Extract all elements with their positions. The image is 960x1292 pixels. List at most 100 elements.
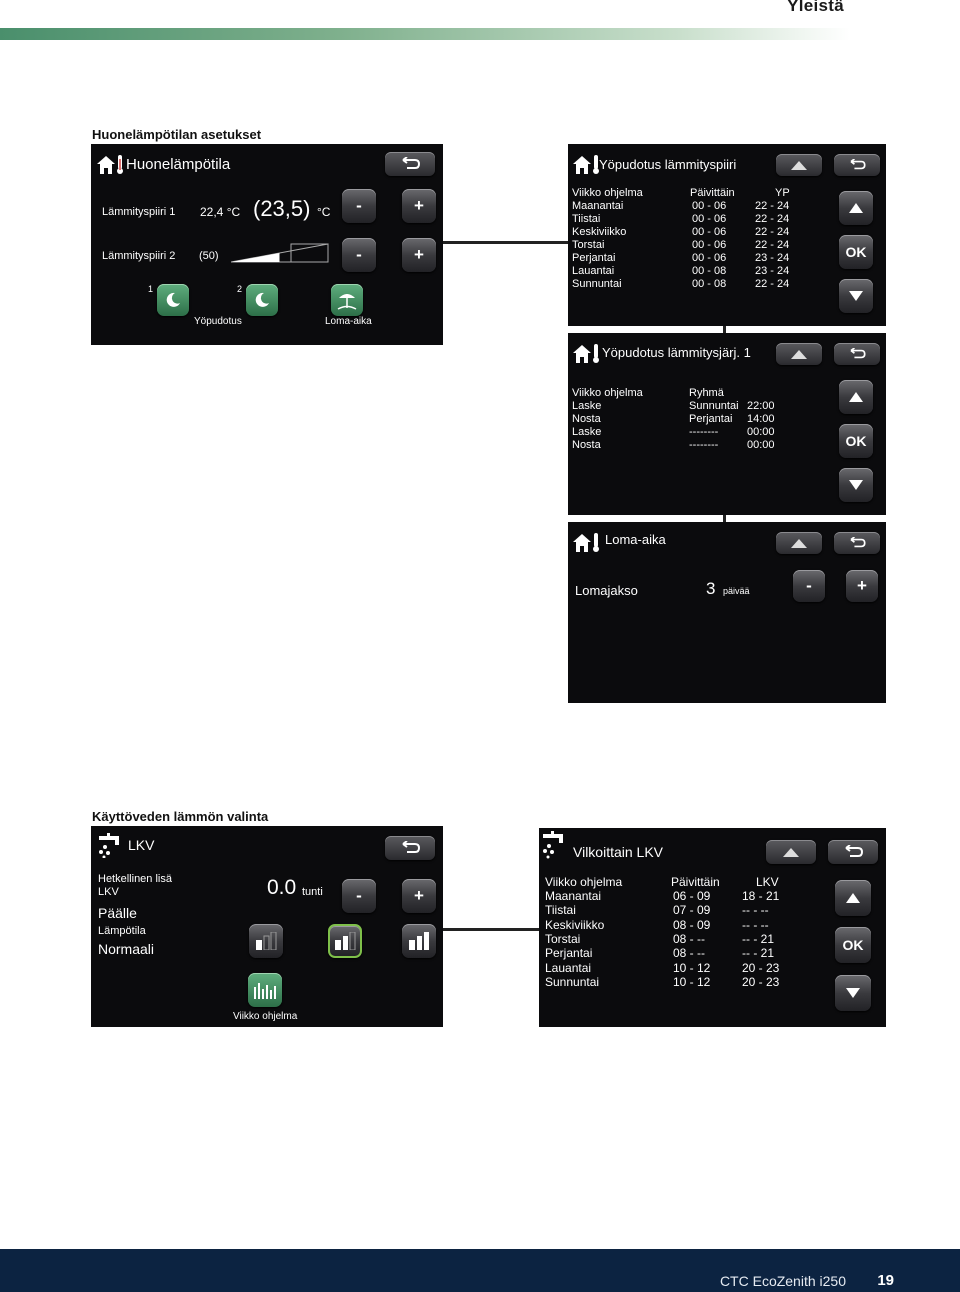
night-setback-label: Yöpudotus: [194, 316, 242, 327]
weekly-program-button[interactable]: [248, 973, 282, 1007]
night-setback-circuit1-button[interactable]: [157, 284, 189, 316]
back-button[interactable]: [834, 532, 880, 554]
back-button[interactable]: [385, 152, 435, 176]
extra-hot-water-value: Päälle: [98, 905, 137, 921]
circuit2-value: (50): [199, 250, 219, 262]
table-cell-day: Sunnuntai: [545, 974, 600, 989]
back-button[interactable]: [828, 840, 878, 864]
ok-button[interactable]: OK: [839, 235, 873, 269]
home-button[interactable]: [776, 343, 822, 365]
table-cell-time: 00:00: [747, 439, 775, 451]
column-header-weekly: Viikko ohjelma: [545, 875, 623, 889]
temp-economy-button[interactable]: [249, 924, 283, 958]
down-button[interactable]: [839, 468, 873, 502]
temperature-label: Lämpötila: [98, 925, 146, 937]
table-cell-daily: 10 - 12: [673, 960, 711, 975]
down-button[interactable]: [839, 279, 873, 313]
table-cell-time: 14:00: [747, 413, 775, 425]
page-header-title: Yleistä: [787, 0, 844, 15]
circuit1-plus-button[interactable]: +: [402, 189, 436, 223]
circuit2-plus-button[interactable]: +: [402, 238, 436, 272]
tap-icon: [543, 831, 563, 859]
up-button[interactable]: [839, 191, 873, 225]
panel-title: Huonelämpötila: [126, 156, 231, 173]
table-cell-action: Nosta: [572, 413, 601, 425]
weekly-program-label: Viikko ohjelma: [233, 1011, 298, 1022]
home-button[interactable]: [776, 154, 822, 176]
ok-button[interactable]: OK: [835, 927, 871, 963]
column-header-group: Ryhmä: [689, 387, 724, 399]
temperature-value: Normaali: [98, 941, 155, 957]
back-button[interactable]: [385, 836, 435, 860]
extra-hot-water-label-2: LKV: [98, 886, 119, 898]
holiday-minus-button[interactable]: -: [793, 570, 825, 602]
table-cell-lkv: -- - 21: [742, 946, 775, 961]
back-button[interactable]: [834, 154, 880, 176]
ok-button[interactable]: OK: [839, 424, 873, 458]
table-cell-day: Perjantai: [689, 413, 733, 425]
table-cell-yp: 23 - 24: [755, 252, 790, 264]
holiday-plus-button[interactable]: +: [846, 570, 878, 602]
tap-icon: [99, 833, 119, 858]
table-cell-yp: 22 - 24: [755, 213, 790, 225]
connector-line: [443, 241, 569, 244]
temp-normal-button[interactable]: [328, 924, 362, 958]
house-thermometer-icon: [97, 155, 123, 174]
bars-high-icon: [409, 932, 429, 950]
column-header-daily: Päivittäin: [671, 875, 720, 889]
column-header-yp: YP: [775, 187, 790, 199]
table-cell-day: Torstai: [545, 931, 581, 946]
night-setback-system-panel: Yöpudotus lämmitysjärj. 1 Viikko ohjelma…: [568, 333, 886, 515]
table-cell-daily: 00 - 08: [692, 265, 727, 277]
back-arrow-icon: [850, 159, 866, 170]
header-gradient-bar: [0, 28, 850, 40]
table-cell-daily: 08 - 09: [673, 917, 711, 932]
table-cell-lkv: 20 - 23: [742, 960, 780, 975]
footer-product-name: CTC EcoZenith i250: [719, 1273, 846, 1289]
table-cell-day: Maanantai: [545, 889, 602, 903]
table-cell-daily: 08 - --: [673, 946, 706, 961]
table-cell-action: Laske: [572, 400, 602, 412]
hours-minus-button[interactable]: -: [342, 879, 376, 913]
circuit1-current-temp: 22,4 °C: [200, 205, 241, 219]
hours-plus-button[interactable]: +: [402, 879, 436, 913]
holiday-button[interactable]: [331, 284, 363, 316]
circuit2-minus-button[interactable]: -: [342, 238, 376, 272]
down-button[interactable]: [835, 975, 871, 1011]
home-button[interactable]: [766, 840, 816, 864]
table-cell-day: --------: [689, 439, 719, 451]
up-button[interactable]: [839, 380, 873, 414]
circuit2-label: Lämmityspiiri 2: [102, 250, 176, 262]
back-arrow-icon: [845, 845, 864, 857]
unit-label: °C: [317, 205, 331, 219]
home-button[interactable]: [776, 532, 822, 554]
circuit1-minus-button[interactable]: -: [342, 189, 376, 223]
table-cell-day: Torstai: [572, 239, 605, 251]
extra-hours-unit: tunti: [302, 886, 323, 898]
hot-water-panel: LKV Hetkellinen lisä LKV Päälle Lämpötil…: [91, 826, 443, 1027]
house-thermometer-icon: [573, 155, 599, 174]
up-button[interactable]: [835, 880, 871, 916]
table-cell-time: 22:00: [747, 400, 775, 412]
table-cell-day: Perjantai: [545, 946, 593, 961]
table-cell-lkv: -- - 21: [742, 931, 775, 946]
table-cell-day: Tiistai: [545, 903, 576, 918]
holiday-period-value: 3: [706, 579, 716, 598]
table-cell-daily: 00 - 06: [692, 239, 727, 251]
up-arrow-icon: [849, 203, 863, 213]
panel-title: LKV: [128, 837, 155, 853]
down-arrow-icon: [849, 480, 863, 490]
back-button[interactable]: [834, 343, 880, 365]
night-setback-circuit2-button[interactable]: [246, 284, 278, 316]
table-cell-day: Lauantai: [572, 265, 615, 277]
table-cell-day: Keskiviikko: [572, 226, 627, 238]
temp-comfort-button[interactable]: [402, 924, 436, 958]
footer-bar: [0, 1249, 960, 1292]
panel-title: Vilkoittain LKV: [573, 844, 664, 860]
panel-title: Loma-aika: [605, 532, 666, 547]
table-cell-lkv: -- - --: [742, 903, 769, 918]
holiday-period-unit: päivää: [723, 586, 750, 596]
column-header-daily: Päivittäin: [690, 187, 735, 199]
up-arrow-icon: [849, 392, 863, 402]
column-header-weekly: Viikko ohjelma: [572, 187, 643, 199]
